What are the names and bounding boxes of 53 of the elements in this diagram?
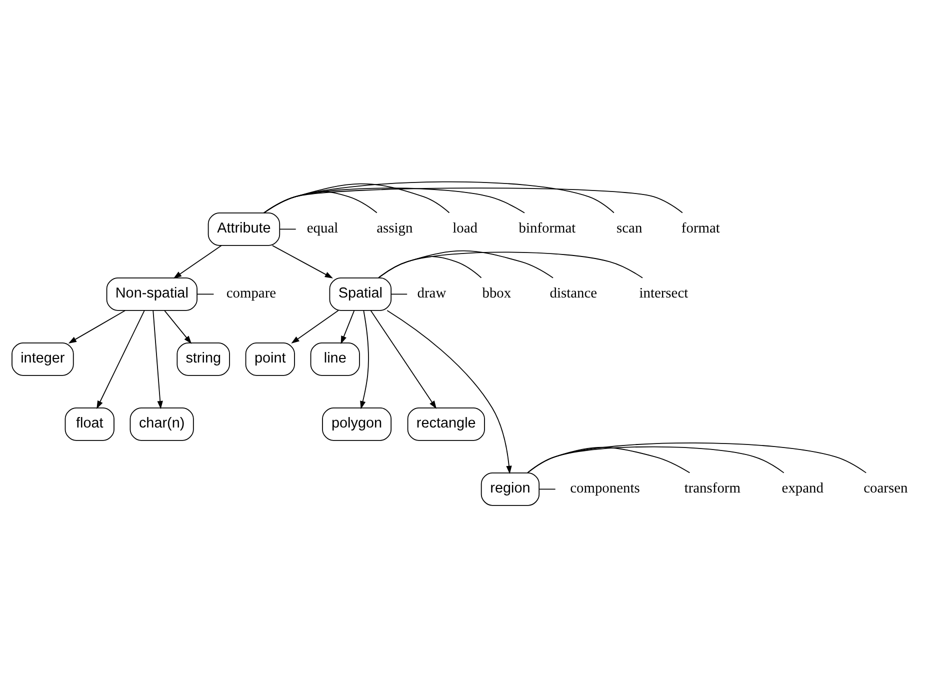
connector <box>263 187 683 213</box>
connector <box>527 446 690 473</box>
arrow <box>340 310 355 344</box>
node-box: polygon <box>322 406 392 440</box>
connector <box>263 180 614 213</box>
connector <box>527 446 784 473</box>
node-text: intersect <box>639 285 688 302</box>
arrow <box>370 310 437 408</box>
node-text: components <box>570 480 640 496</box>
node-box: Attribute <box>208 212 280 246</box>
node-text: draw <box>417 285 446 302</box>
connector <box>378 250 554 278</box>
arrow <box>152 310 163 409</box>
connector <box>263 190 378 213</box>
node-box: char(n) <box>130 406 194 440</box>
node-text: assign <box>376 220 413 236</box>
node-box: rectangle <box>407 406 485 440</box>
arrow <box>272 244 333 278</box>
node-text: compare <box>226 285 276 302</box>
connector <box>527 442 867 473</box>
connector <box>196 293 214 294</box>
node-text: transform <box>684 480 740 496</box>
node-text: bbox <box>482 285 512 302</box>
connector <box>263 187 525 213</box>
node-box: integer <box>12 342 74 376</box>
node-text: load <box>452 220 478 236</box>
connector <box>378 256 482 278</box>
node-box: float <box>64 406 114 440</box>
arrow <box>291 310 339 344</box>
connector <box>263 182 450 213</box>
arrow <box>386 310 512 474</box>
node-text: expand <box>782 480 824 496</box>
node-text: scan <box>616 220 642 236</box>
node-box: string <box>176 342 230 376</box>
connector <box>390 293 408 294</box>
node-box: Spatial <box>329 276 392 310</box>
node-text: binformat <box>518 220 576 236</box>
connector <box>279 228 296 230</box>
node-text: distance <box>550 285 598 302</box>
connector <box>539 488 556 490</box>
arrow <box>68 310 126 343</box>
arrow <box>173 244 222 278</box>
node-text: format <box>681 220 720 236</box>
arrow <box>164 310 192 344</box>
arrow <box>96 310 145 408</box>
node-box: point <box>245 342 295 376</box>
node-box: region <box>480 472 540 506</box>
connector <box>378 251 643 278</box>
arrow <box>360 310 369 409</box>
node-text: equal <box>306 220 338 236</box>
node-box: line <box>310 342 360 376</box>
node-text: coarsen <box>864 480 908 496</box>
node-box: Non-spatial <box>106 276 198 310</box>
